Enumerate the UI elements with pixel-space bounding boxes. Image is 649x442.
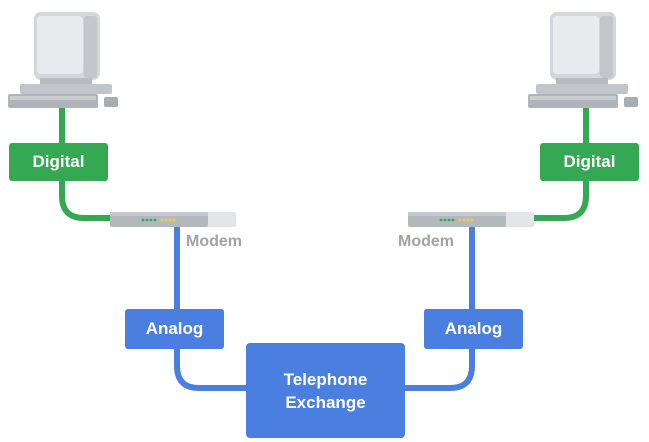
modem-icon — [408, 212, 534, 227]
computer-icon — [8, 12, 118, 108]
left-modem-label: Modem — [186, 233, 242, 250]
computer-icon — [528, 12, 638, 108]
left-digital-text: Digital — [32, 152, 85, 171]
right-analog-text: Analog — [444, 319, 503, 338]
telephone-exchange-box: Telephone Exchange — [246, 343, 405, 438]
right-modem-label: Modem — [398, 233, 454, 250]
left-digital-line — [59, 105, 115, 221]
right-digital-line — [531, 105, 589, 221]
left-analog-label: Analog — [125, 309, 224, 349]
right-analog-label: Analog — [424, 309, 523, 349]
right-analog-line — [399, 225, 475, 391]
exchange-line-1: Telephone — [283, 369, 368, 389]
exchange-line-2: Exchange — [285, 392, 366, 412]
left-analog-line — [174, 225, 253, 391]
right-digital-text: Digital — [563, 152, 616, 171]
modem-icon — [110, 212, 236, 227]
right-digital-label: Digital — [540, 143, 639, 181]
left-digital-label: Digital — [9, 143, 108, 181]
left-analog-text: Analog — [145, 319, 204, 338]
